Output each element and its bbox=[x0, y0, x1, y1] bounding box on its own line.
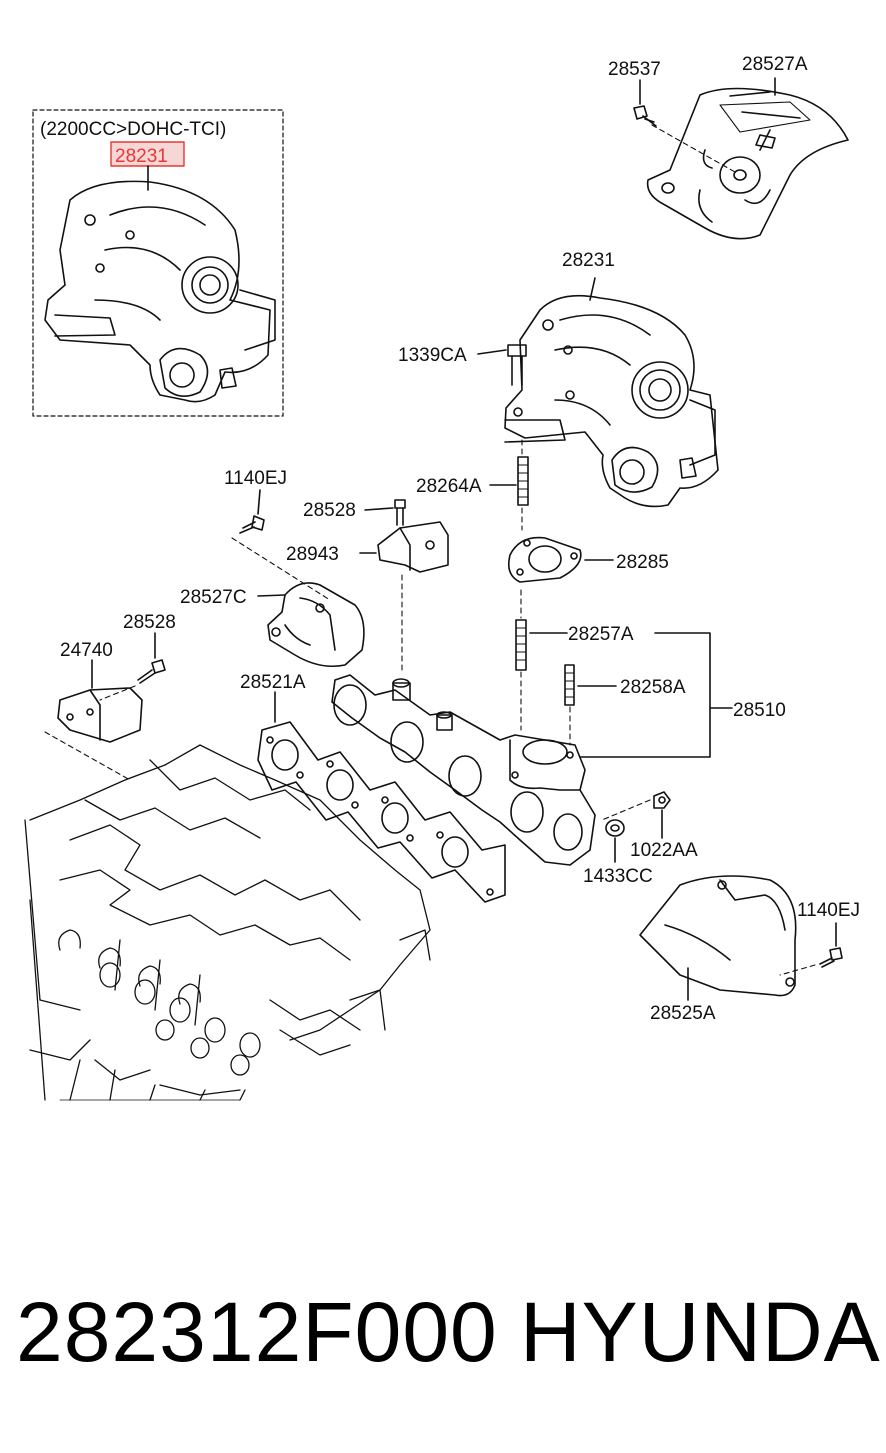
label-28537[interactable]: 28537 bbox=[608, 59, 661, 80]
label-28264A[interactable]: 28264A bbox=[416, 476, 482, 497]
label-1339CA[interactable]: 1339CA bbox=[398, 345, 467, 366]
heat-shield-upper bbox=[646, 87, 849, 240]
inset-turbocharger-drawing bbox=[44, 180, 276, 403]
label-24740[interactable]: 24740 bbox=[60, 640, 113, 661]
label-28528-lower[interactable]: 28528 bbox=[123, 612, 176, 633]
stud-28264A bbox=[517, 456, 529, 506]
label-28521A[interactable]: 28521A bbox=[240, 672, 306, 693]
label-28943[interactable]: 28943 bbox=[286, 544, 339, 565]
variant-note: (2200CC>DOHC-TCI) bbox=[40, 119, 226, 140]
label-28527C[interactable]: 28527C bbox=[180, 587, 247, 608]
part-number-caption: 282312F000 bbox=[16, 1285, 498, 1379]
exhaust-manifold-28510 bbox=[331, 674, 596, 866]
bracket-28943 bbox=[377, 521, 449, 573]
label-28257A[interactable]: 28257A bbox=[568, 624, 634, 645]
manifold-gasket-28521A bbox=[257, 721, 506, 903]
bolt-28528-upper bbox=[394, 499, 406, 526]
bolt-1140EJ-right bbox=[819, 947, 843, 968]
brand-caption: HYUNDAI bbox=[520, 1285, 886, 1379]
variant-inset-box bbox=[32, 109, 284, 417]
label-28528-upper[interactable]: 28528 bbox=[303, 500, 356, 521]
exploded-parts-diagram: (2200CC>DOHC-TCI) 28231 28537 28527A 282… bbox=[24, 54, 860, 1101]
heat-shield-28525A bbox=[639, 875, 797, 997]
turbocharger-main bbox=[504, 294, 719, 508]
label-28231[interactable]: 28231 bbox=[562, 250, 615, 271]
label-28285[interactable]: 28285 bbox=[616, 552, 669, 573]
gasket-28285 bbox=[507, 536, 582, 583]
label-28258A[interactable]: 28258A bbox=[620, 677, 686, 698]
label-1433CC[interactable]: 1433CC bbox=[583, 866, 653, 887]
cylinder-head-drawing bbox=[24, 744, 431, 1101]
highlighted-part-label[interactable]: 28231 bbox=[115, 146, 168, 167]
bolt-1140EJ-left bbox=[239, 515, 265, 534]
label-28525A[interactable]: 28525A bbox=[650, 1003, 716, 1024]
bolt-28537 bbox=[633, 105, 657, 127]
washer-1433CC bbox=[605, 819, 625, 837]
heat-shield-28527C bbox=[267, 582, 365, 668]
nut-1022AA bbox=[653, 791, 671, 809]
label-28510[interactable]: 28510 bbox=[733, 700, 786, 721]
stud-28257A bbox=[515, 619, 527, 671]
label-1140EJ-left[interactable]: 1140EJ bbox=[224, 468, 287, 489]
bracket-24740 bbox=[57, 687, 143, 743]
bolt-28528-lower bbox=[137, 659, 166, 684]
label-1140EJ-right[interactable]: 1140EJ bbox=[797, 900, 860, 921]
stud-28258A bbox=[564, 664, 575, 706]
label-28527A[interactable]: 28527A bbox=[742, 54, 808, 75]
label-1022AA[interactable]: 1022AA bbox=[630, 840, 698, 861]
bolt-1339CA bbox=[507, 344, 527, 386]
part-labels: (2200CC>DOHC-TCI) 28231 28537 28527A 282… bbox=[40, 54, 860, 1024]
